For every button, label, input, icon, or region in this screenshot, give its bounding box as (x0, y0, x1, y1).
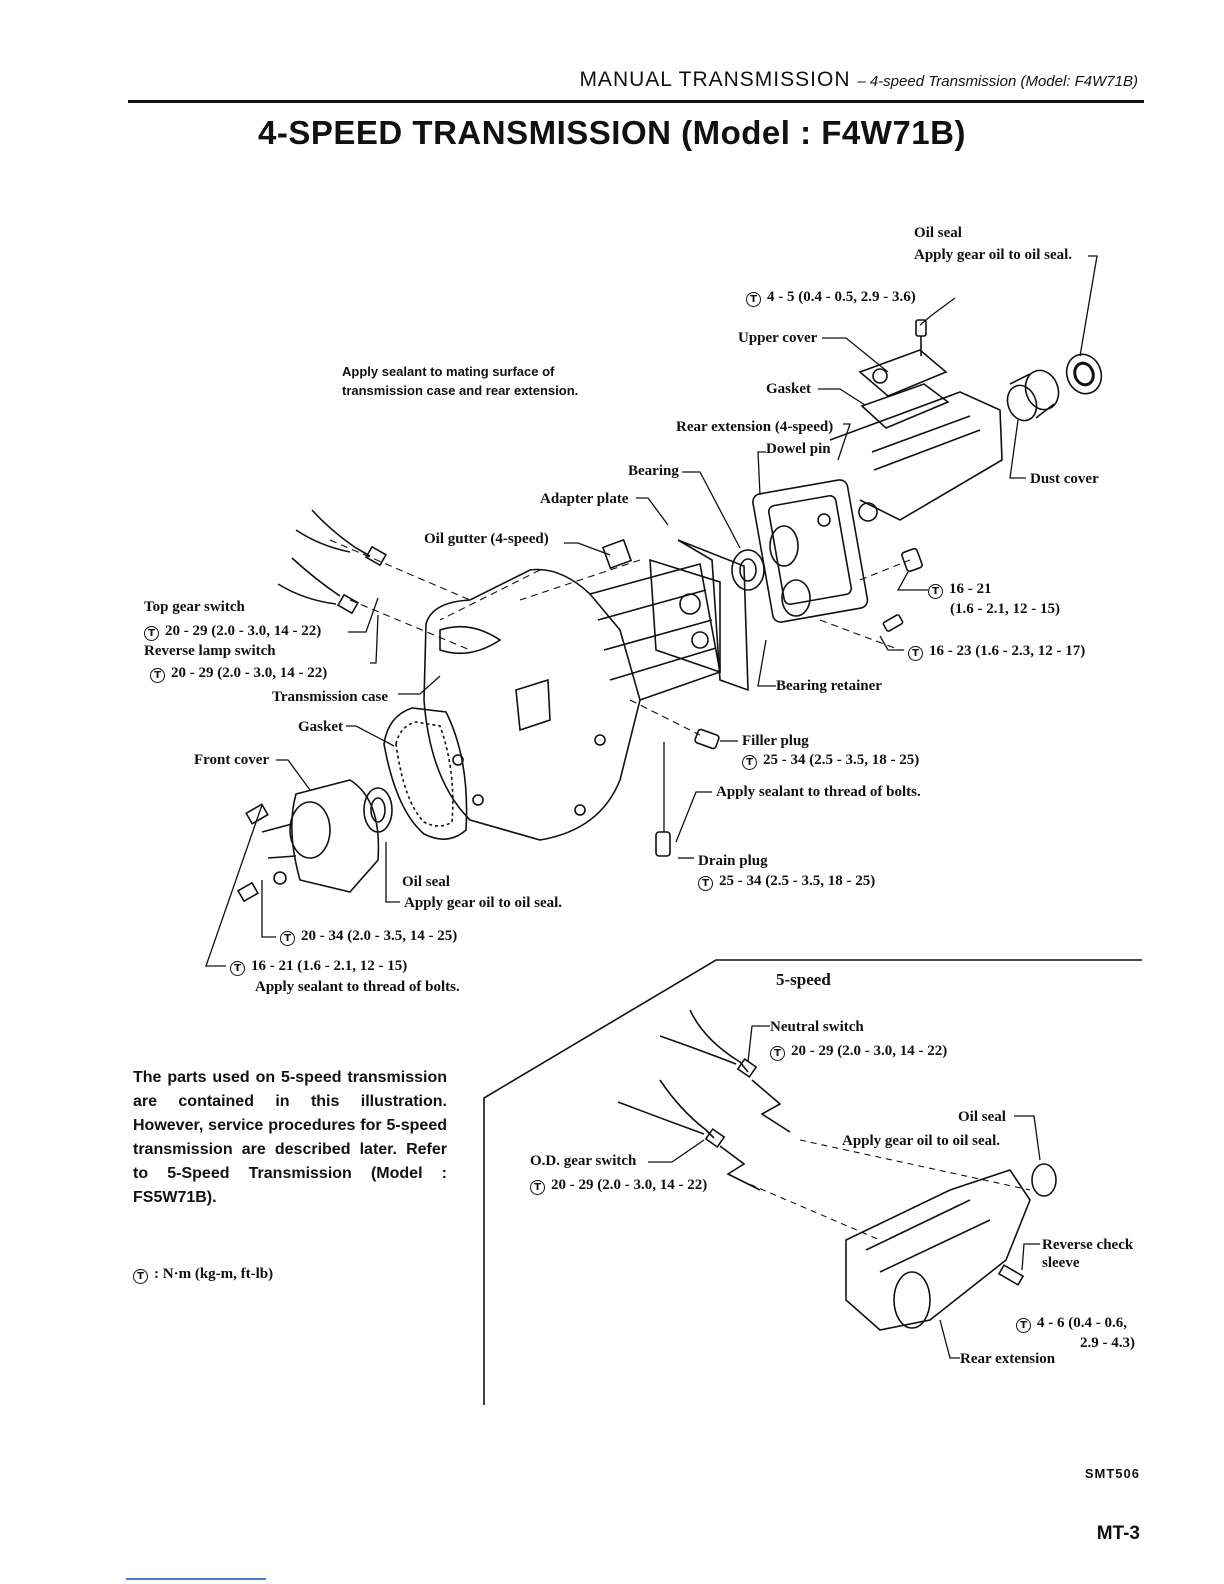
page-title: 4-SPEED TRANSMISSION (Model : F4W71B) (258, 114, 966, 151)
header-subsection: – 4-speed Transmission (Model: F4W71B) (857, 73, 1138, 90)
bearing-drawing (731, 549, 765, 591)
neutral-switch-label: Neutral switch (770, 1019, 864, 1035)
transmission-case-drawing (423, 562, 721, 841)
front-thread-sealant-note: Apply sealant to thread of bolts. (255, 979, 460, 995)
dowel-pin-label: Dowel pin (766, 441, 831, 457)
inset-rear-extension-label: Rear extension (960, 1351, 1056, 1367)
rear-extension-drawing (752, 391, 1003, 623)
dust-cover-label: Dust cover (1030, 471, 1099, 487)
adapter-plate-label: Adapter plate (540, 491, 629, 507)
torque-icon: T (530, 1180, 545, 1195)
rear-bolts-drawing (882, 547, 923, 632)
torque-icon: T (908, 646, 923, 661)
torque-icon: T (698, 876, 713, 891)
five-speed-note: The parts used on 5-speed transmission a… (133, 1069, 447, 1206)
inset-oil-seal-label: Oil seal (958, 1109, 1006, 1125)
upper-cover-drawing (858, 319, 950, 429)
rear-oil-seal-label: Oil seal (914, 225, 962, 241)
torque-icon: T (133, 1269, 148, 1284)
figure-code: SMT506 (1084, 1466, 1140, 1481)
rear-oil-seal-drawing (1065, 353, 1103, 395)
drain-plug-drawing (655, 831, 671, 857)
reverse-check-torque-2: 2.9 - 4.3) (1080, 1335, 1135, 1351)
filler-plug-label: Filler plug (742, 733, 809, 749)
reverse-check-sleeve-label: Reverse check (1042, 1237, 1134, 1253)
transmission-case-label: Transmission case (272, 689, 388, 705)
top-gear-switch-label: Top gear switch (144, 599, 245, 615)
reverse-check-sleeve-label-2: sleeve (1042, 1255, 1080, 1271)
front-oil-seal-note: Apply gear oil to oil seal. (404, 895, 563, 911)
sealant-note-line2: transmission case and rear extension. (342, 383, 579, 398)
inset-oil-seal-note: Apply gear oil to oil seal. (842, 1133, 1001, 1149)
torque-icon: T (150, 668, 165, 683)
torque-icon: T (144, 626, 159, 641)
front-oil-seal-label: Oil seal (402, 874, 450, 890)
inset-frame (483, 959, 1142, 1405)
filler-plug-drawing (694, 728, 720, 750)
torque-icon: T (746, 292, 761, 307)
inset-rear-extension-drawing (648, 1025, 1057, 1359)
torque-icon: T (770, 1046, 785, 1061)
oil-gutter-label: Oil gutter (4-speed) (424, 531, 549, 547)
torque-icon: T (230, 961, 245, 976)
front-cover-label: Front cover (194, 752, 270, 768)
bottom-link-line (126, 1578, 266, 1580)
adapter-plate-drawing (601, 538, 749, 692)
front-oil-seal-drawing (363, 787, 393, 833)
front-gasket-label: Gasket (298, 719, 343, 735)
reverse-lamp-switch-drawing (277, 557, 360, 615)
torque-icon: T (928, 584, 943, 599)
torque-icon: T (1016, 1318, 1031, 1333)
rear-bolt-torque-1b: (1.6 - 2.1, 12 - 15) (950, 601, 1060, 617)
bearing-label: Bearing (628, 463, 679, 479)
dust-cover-drawing (1006, 369, 1060, 422)
header-section: MANUAL TRANSMISSION (579, 68, 851, 91)
drain-plug-label: Drain plug (698, 853, 768, 869)
sealant-note-line1: Apply sealant to mating surface of (342, 364, 555, 379)
rear-oil-seal-note: Apply gear oil to oil seal. (914, 247, 1073, 263)
inset-title: 5-speed (776, 970, 831, 989)
torque-icon: T (742, 755, 757, 770)
upper-gasket-label: Gasket (766, 381, 811, 397)
upper-cover-label: Upper cover (738, 330, 818, 346)
page-number: MT-3 (1096, 1523, 1140, 1544)
thread-sealant-note: Apply sealant to thread of bolts. (716, 784, 921, 800)
top-gear-switch-drawing (295, 509, 388, 567)
torque-legend: T: N·m (kg-m, ft-lb) (133, 1266, 273, 1284)
bearing-retainer-label: Bearing retainer (776, 678, 882, 694)
rear-extension-4speed-label: Rear extension (4-speed) (676, 419, 834, 435)
page-header: MANUAL TRANSMISSION – 4-speed Transmissi… (579, 68, 1138, 92)
inset-switches-drawing (617, 1009, 791, 1191)
leader-lines (205, 255, 1098, 967)
header-rule (128, 100, 1144, 103)
front-cover-drawing (236, 779, 380, 903)
front-gasket-drawing (383, 707, 468, 840)
reverse-lamp-switch-label: Reverse lamp switch (144, 643, 276, 659)
torque-icon: T (280, 931, 295, 946)
od-gear-switch-label: O.D. gear switch (530, 1153, 637, 1169)
